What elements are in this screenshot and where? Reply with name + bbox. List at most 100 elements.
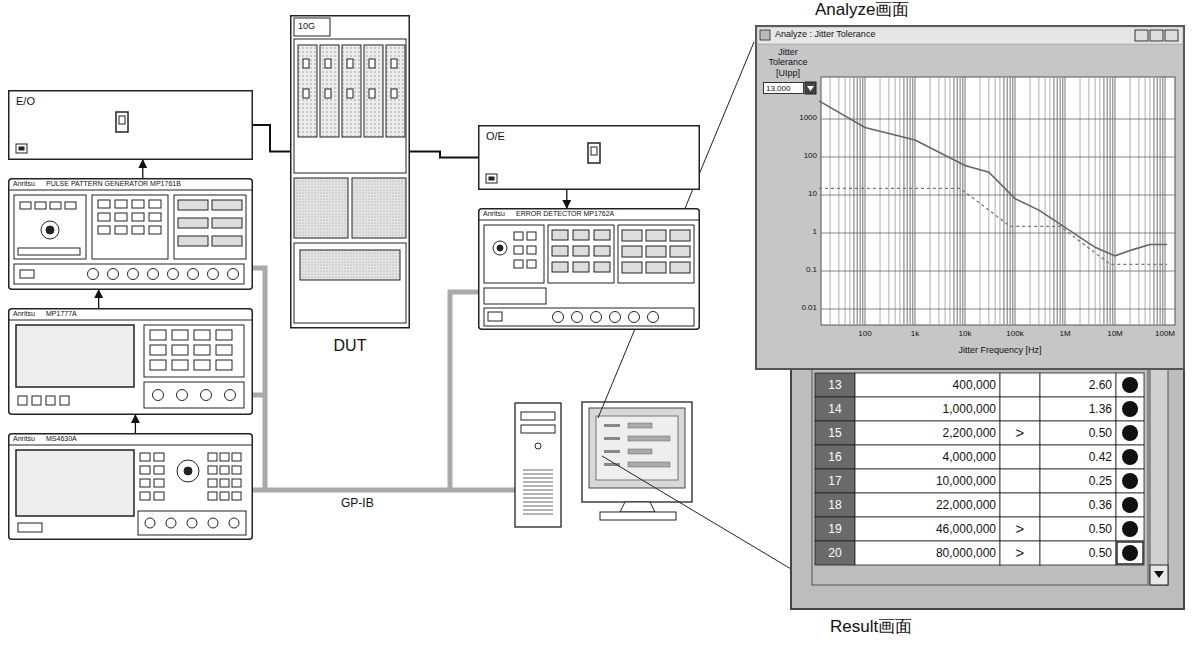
button (154, 453, 164, 461)
node-label: Anritsu (13, 435, 35, 443)
button (150, 360, 166, 370)
grid-line (965, 77, 966, 325)
status-dot (1122, 497, 1138, 513)
table-cell (1000, 373, 1040, 397)
card-port (391, 89, 397, 98)
index-cell (815, 397, 855, 421)
vent-line (523, 498, 553, 499)
bus-label: GP-IB (338, 497, 377, 511)
grid-line (912, 77, 913, 325)
bus-line (253, 393, 265, 398)
knob-center (184, 467, 192, 475)
bnc-connector (128, 269, 139, 280)
button (646, 246, 666, 257)
bnc-connector (168, 269, 179, 280)
vent-line (523, 502, 553, 503)
button (154, 492, 164, 500)
y-tick-label: 10 (773, 189, 817, 198)
tolerance-cell: 0.50 (1040, 517, 1112, 541)
button (115, 226, 127, 234)
connector-panel (144, 382, 244, 408)
title-button (1150, 30, 1163, 41)
button (115, 200, 127, 208)
bnc-connector (166, 518, 176, 528)
status-dot (1122, 545, 1138, 561)
table-cell (1040, 445, 1116, 469)
knob (177, 460, 199, 482)
grid-line (959, 77, 960, 325)
button (670, 262, 690, 273)
button (232, 466, 241, 474)
sub-panel (92, 195, 168, 259)
button (178, 218, 208, 228)
instrument-frame (479, 209, 700, 330)
grid-line (1145, 77, 1146, 325)
grid-line (1012, 77, 1013, 325)
button (573, 262, 589, 272)
table-cell (1040, 421, 1116, 445)
button (232, 492, 241, 500)
grid-line (1103, 77, 1104, 325)
shelf-unit (294, 243, 406, 323)
screen-slider (628, 436, 670, 441)
grid-line (1059, 77, 1060, 325)
grid-line (1057, 77, 1058, 325)
tolerance-cell: 0.50 (1040, 421, 1112, 445)
button (670, 246, 690, 257)
value-box: 13.000 (763, 82, 804, 94)
x-tick-label: 100M (1149, 329, 1181, 338)
sub-panel (618, 225, 694, 283)
button (194, 345, 210, 355)
index-cell (815, 373, 855, 397)
grid-line (1080, 77, 1081, 325)
button (132, 226, 144, 234)
sub-panel (144, 325, 244, 377)
node-label: Anritsu (483, 210, 505, 218)
sub-panel (548, 225, 614, 283)
button (172, 345, 188, 355)
button (514, 260, 523, 268)
grid-line (845, 77, 846, 325)
bnc-connector (153, 390, 164, 401)
x-tick-label: 100 (849, 329, 881, 338)
connector-row (14, 264, 244, 284)
bnc-connector (629, 312, 640, 323)
grid-line (1049, 77, 1050, 325)
button (527, 232, 536, 240)
button (216, 345, 232, 355)
computer (515, 402, 692, 527)
button (208, 466, 217, 474)
knob-center (497, 245, 503, 251)
button (573, 246, 589, 256)
button (35, 202, 46, 209)
grid-line (821, 309, 1175, 310)
rack-frame (291, 16, 410, 328)
close-cross (1166, 233, 1175, 240)
dut-rack: 10GDUT (290, 15, 410, 365)
grid-line (1149, 77, 1150, 325)
node-label: Analyze : Jitter Tolerance (775, 29, 875, 39)
vent-line (523, 490, 553, 491)
button (132, 213, 144, 221)
top-strip (9, 320, 252, 321)
plot-area (821, 77, 1175, 325)
grid-lines (821, 77, 1175, 325)
grid-line (1007, 77, 1008, 325)
oe-converter: O/E (478, 125, 700, 190)
button (208, 492, 217, 500)
monitor-stand (620, 502, 655, 512)
knob (493, 241, 507, 255)
button (140, 479, 150, 487)
disk-slot (18, 523, 42, 532)
scroll-arrow (1154, 571, 1164, 578)
grid-line (930, 77, 931, 325)
plug-in-card (364, 45, 383, 137)
limit-mark: > (1000, 517, 1040, 541)
button (98, 226, 110, 234)
power-led (19, 147, 24, 150)
table-cell (855, 493, 1000, 517)
button (178, 200, 208, 210)
optical-port (591, 147, 597, 155)
title-bar (792, 227, 1183, 246)
optical-connector (588, 143, 600, 163)
